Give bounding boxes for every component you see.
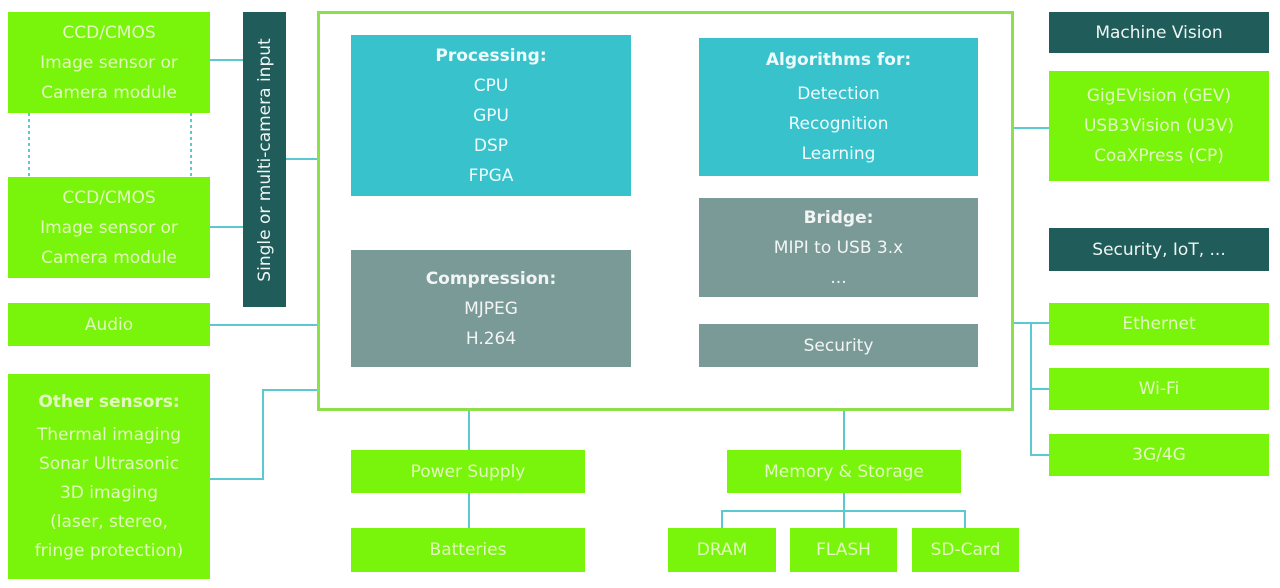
bridge-item: ... [830,267,847,288]
other-sensors-line: fringe protection) [34,540,184,561]
processing-item: GPU [473,105,509,126]
wifi-label: Wi-Fi [1138,379,1180,399]
security-iot-header: Security, IoT, ... [1049,228,1269,271]
dram-label: DRAM [696,540,748,560]
power-supply-box: Power Supply [351,450,585,493]
camera-input-label: Single or multi-camera input [254,37,275,282]
security-label: Security [803,335,874,356]
camera1-line-2: Image sensor or [40,52,178,73]
wifi-box: Wi-Fi [1049,368,1269,410]
bridge-box: Bridge: MIPI to USB 3.x ... [699,198,978,297]
machine-vision-interfaces-box: GigEVision (GEV) USB3Vision (U3V) CoaXPr… [1049,71,1269,181]
camera-module-box-2: CCD/CMOS Image sensor or Camera module [8,177,210,278]
flash-box: FLASH [790,528,897,572]
processing-item: FPGA [468,165,514,186]
power-supply-label: Power Supply [410,461,526,482]
machine-vision-label: Machine Vision [1095,22,1223,43]
machine-vision-item: GigEVision (GEV) [1086,86,1232,106]
batteries-box: Batteries [351,528,585,572]
compression-title: Compression: [425,268,557,289]
dram-box: DRAM [668,528,776,572]
connector-sensors-main [210,389,317,480]
connector-memory-dram [721,510,966,528]
other-sensors-title: Other sensors: [38,391,180,412]
bridge-item: MIPI to USB 3.x [773,237,904,258]
security-iot-label: Security, IoT, ... [1092,239,1226,260]
camera2-line-2: Image sensor or [40,217,178,238]
camera2-line-3: Camera module [41,247,177,268]
compression-item: MJPEG [464,298,518,319]
ethernet-box: Ethernet [1049,303,1269,345]
other-sensors-line: 3D imaging [59,482,159,503]
camera2-line-1: CCD/CMOS [62,187,156,208]
batteries-label: Batteries [429,540,507,560]
processing-item: CPU [473,75,509,96]
camera-module-box-1: CCD/CMOS Image sensor or Camera module [8,12,210,113]
audio-label: Audio [84,314,134,335]
audio-box: Audio [8,303,210,346]
algorithms-item: Recognition [788,114,889,134]
algorithms-item: Detection [797,84,880,104]
compression-box: Compression: MJPEG H.264 [351,250,631,367]
other-sensors-box: Other sensors: Thermal imaging Sonar Ult… [8,374,210,579]
machine-vision-item: USB3Vision (U3V) [1083,116,1234,136]
bridge-title: Bridge: [803,207,874,228]
cellular-label: 3G/4G [1132,445,1186,465]
camera1-line-1: CCD/CMOS [62,22,156,43]
machine-vision-header: Machine Vision [1049,12,1269,53]
other-sensors-line: Thermal imaging [36,424,182,445]
algorithms-title: Algorithms for: [765,50,912,70]
processing-item: DSP [473,135,509,156]
security-box: Security [699,324,978,367]
camera1-line-3: Camera module [41,82,177,103]
compression-item: H.264 [465,328,517,349]
sd-card-box: SD-Card [912,528,1019,572]
algorithms-box: Algorithms for: Detection Recognition Le… [699,38,978,176]
camera-input-bar: Single or multi-camera input [243,12,286,307]
sd-card-label: SD-Card [930,540,1001,560]
flash-label: FLASH [816,540,871,560]
other-sensors-line: Sonar Ultrasonic [38,453,180,474]
ethernet-label: Ethernet [1122,314,1196,334]
processing-title: Processing: [435,45,547,66]
other-sensors-line: (laser, stereo, [50,511,168,532]
cellular-box: 3G/4G [1049,434,1269,476]
memory-storage-label: Memory & Storage [764,461,924,482]
algorithms-item: Learning [801,144,876,164]
connector-network-branch [1030,323,1049,456]
core-system-frame [317,11,1014,411]
machine-vision-item: CoaXPress (CP) [1094,146,1224,166]
processing-box: Processing: CPU GPU DSP FPGA [351,35,631,196]
memory-storage-box: Memory & Storage [727,450,961,493]
